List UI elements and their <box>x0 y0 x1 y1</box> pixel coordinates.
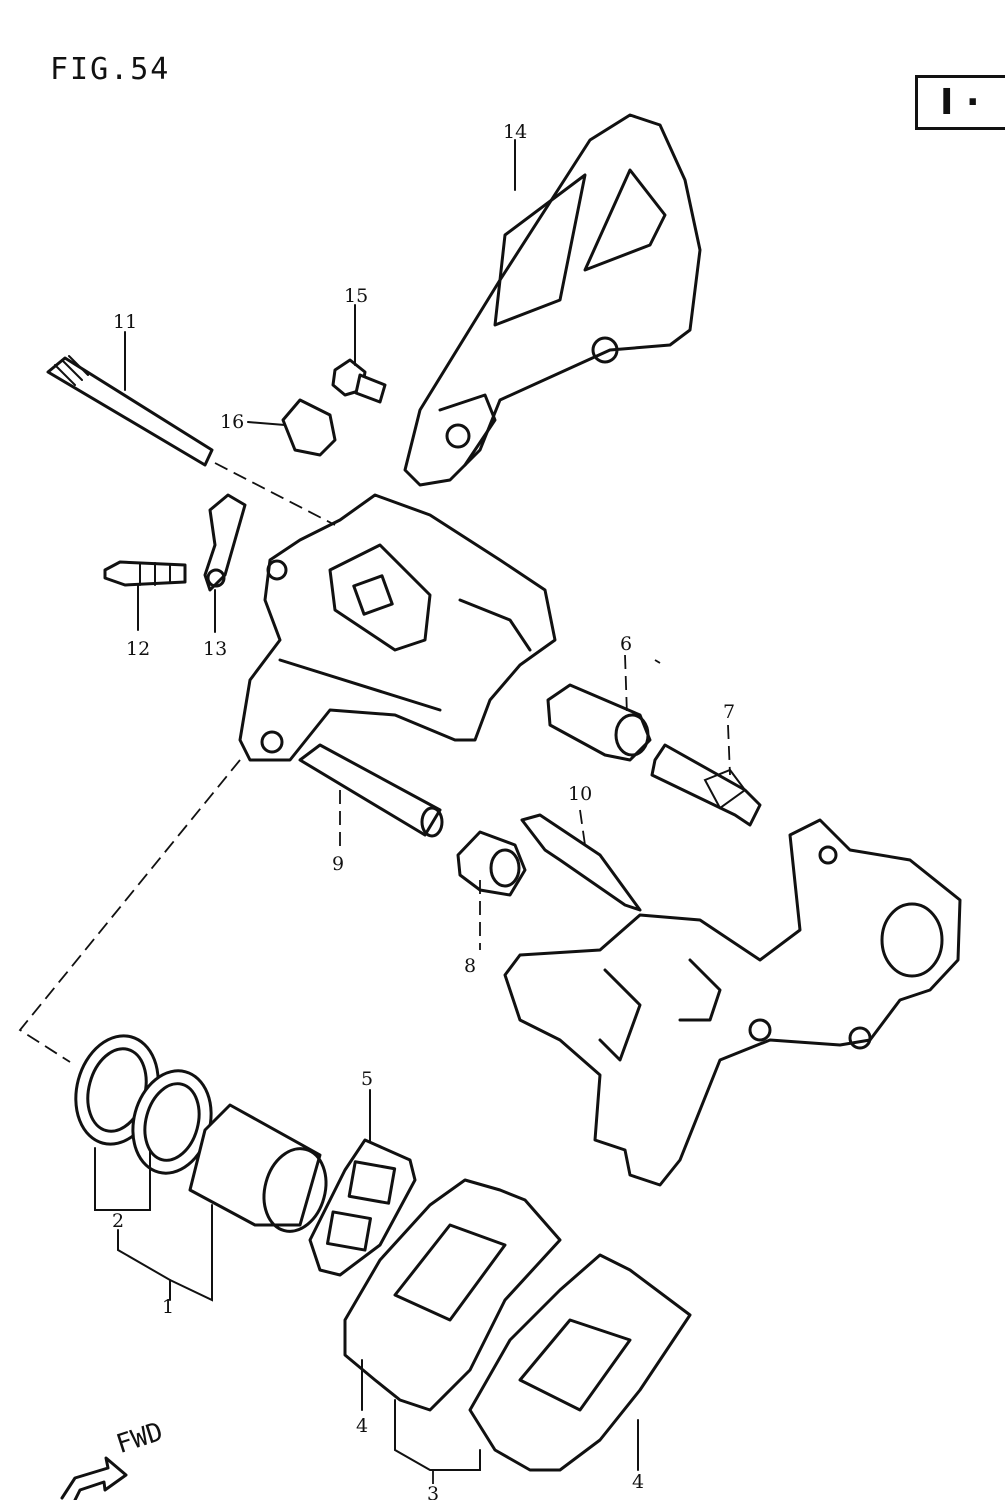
caliper-guard-drawing <box>403 113 702 487</box>
part-label-10: 10 <box>568 783 592 805</box>
section-badge: I · <box>915 75 1005 130</box>
brake-pad-drawing <box>343 1178 692 1472</box>
pin-boot-drawing <box>546 683 652 762</box>
slide-pin-drawing <box>650 743 762 827</box>
plug-drawing <box>281 398 337 457</box>
bleeder-valve-drawing <box>103 560 187 587</box>
part-label-11: 11 <box>113 311 137 333</box>
leader-lines <box>18 139 731 1500</box>
part-label-9: 9 <box>332 853 344 875</box>
boot-drawing <box>456 830 527 897</box>
part-label-16: 16 <box>220 411 244 433</box>
part-label-14: 14 <box>503 121 527 143</box>
pad-mount-pin-drawing <box>46 355 214 467</box>
caliper-pin-drawing <box>298 743 444 838</box>
part-label-3: 3 <box>427 1483 439 1500</box>
part-label-6: 6 <box>620 633 632 655</box>
pad-spring-drawing <box>308 1138 417 1277</box>
caliper-bracket-drawing <box>503 818 962 1187</box>
part-label-12: 12 <box>126 638 150 660</box>
part-label-1: 1 <box>162 1296 174 1318</box>
part-label-7: 7 <box>723 701 735 723</box>
piston-drawing <box>188 1103 328 1233</box>
figure-title: FIG.54 <box>50 52 171 87</box>
bleeder-cap-drawing <box>203 493 247 592</box>
part-label-4b: 4 <box>632 1471 644 1493</box>
pad-retainer-drawing <box>520 813 642 912</box>
part-label-15: 15 <box>344 285 368 307</box>
part-labels: 14 15 11 16 12 13 6 7 10 9 8 5 2 1 4 4 3 <box>112 121 735 1500</box>
part-label-4a: 4 <box>356 1415 368 1437</box>
part-label-13: 13 <box>203 638 227 660</box>
part-label-8: 8 <box>464 955 476 977</box>
piston-seal-drawing <box>74 1034 213 1175</box>
part-label-2: 2 <box>112 1210 124 1232</box>
caliper-body-drawing <box>238 493 557 762</box>
guard-bolt-drawing <box>331 358 387 404</box>
part-label-5: 5 <box>361 1068 373 1090</box>
